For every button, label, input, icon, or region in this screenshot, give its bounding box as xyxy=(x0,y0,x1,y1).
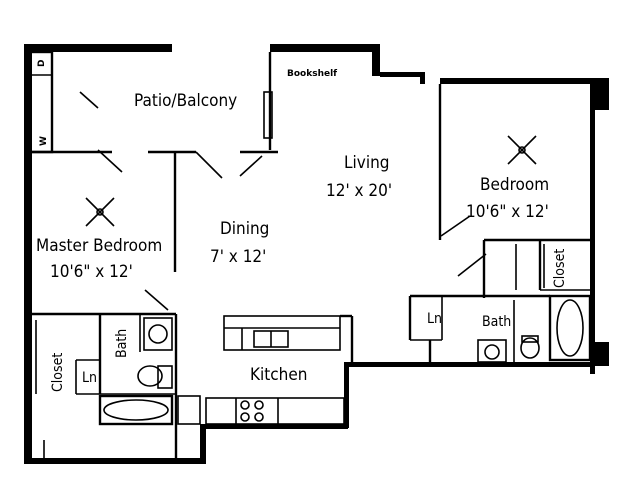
ceiling-fan-icon xyxy=(507,135,537,165)
interior-walls xyxy=(26,50,590,464)
bookshelf-label: Bookshelf xyxy=(287,69,337,79)
dining-size: 7' x 12' xyxy=(210,247,266,267)
bath2-label: Bath xyxy=(482,314,511,330)
master-bath-label: Bath xyxy=(114,329,130,358)
washer-label: W xyxy=(39,136,49,146)
exterior-walls xyxy=(24,44,609,464)
ceiling-fan-icon xyxy=(85,197,115,227)
master-bedroom-size: 10'6" x 12' xyxy=(50,262,133,282)
linen-hall-label: Ln xyxy=(427,311,442,327)
fixtures xyxy=(35,135,592,426)
kitchen-label: Kitchen xyxy=(250,365,307,385)
bedroom-size: 10'6" x 12' xyxy=(466,202,549,222)
room-labels: Patio/Balcony Living 12' x 20' Bedroom 1… xyxy=(36,60,568,392)
living-label: Living xyxy=(344,153,389,173)
living-size: 12' x 20' xyxy=(326,181,392,201)
patio-label: Patio/Balcony xyxy=(134,91,237,111)
master-closet-label: Closet xyxy=(50,353,66,392)
stove-icon xyxy=(240,400,264,422)
bedroom-label: Bedroom xyxy=(480,175,549,195)
dining-label: Dining xyxy=(220,219,269,239)
dryer-label: D xyxy=(37,60,47,67)
closet2-label: Closet xyxy=(552,249,568,288)
master-bedroom-label: Master Bedroom xyxy=(36,236,162,256)
linen-master-label: Ln xyxy=(82,370,97,386)
